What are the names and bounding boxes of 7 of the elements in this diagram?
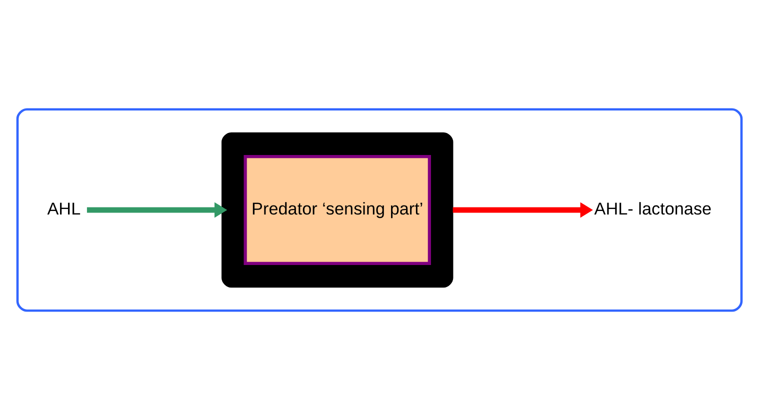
arrow bbox=[452, 202, 593, 218]
node-box: Predator ‘sensing part’ bbox=[244, 155, 431, 265]
arrow bbox=[86, 202, 228, 218]
node-text: AHL- lactonase bbox=[594, 198, 712, 218]
cluster bbox=[16, 108, 743, 312]
node-text: AHL bbox=[47, 198, 81, 218]
cluster bbox=[222, 132, 454, 288]
